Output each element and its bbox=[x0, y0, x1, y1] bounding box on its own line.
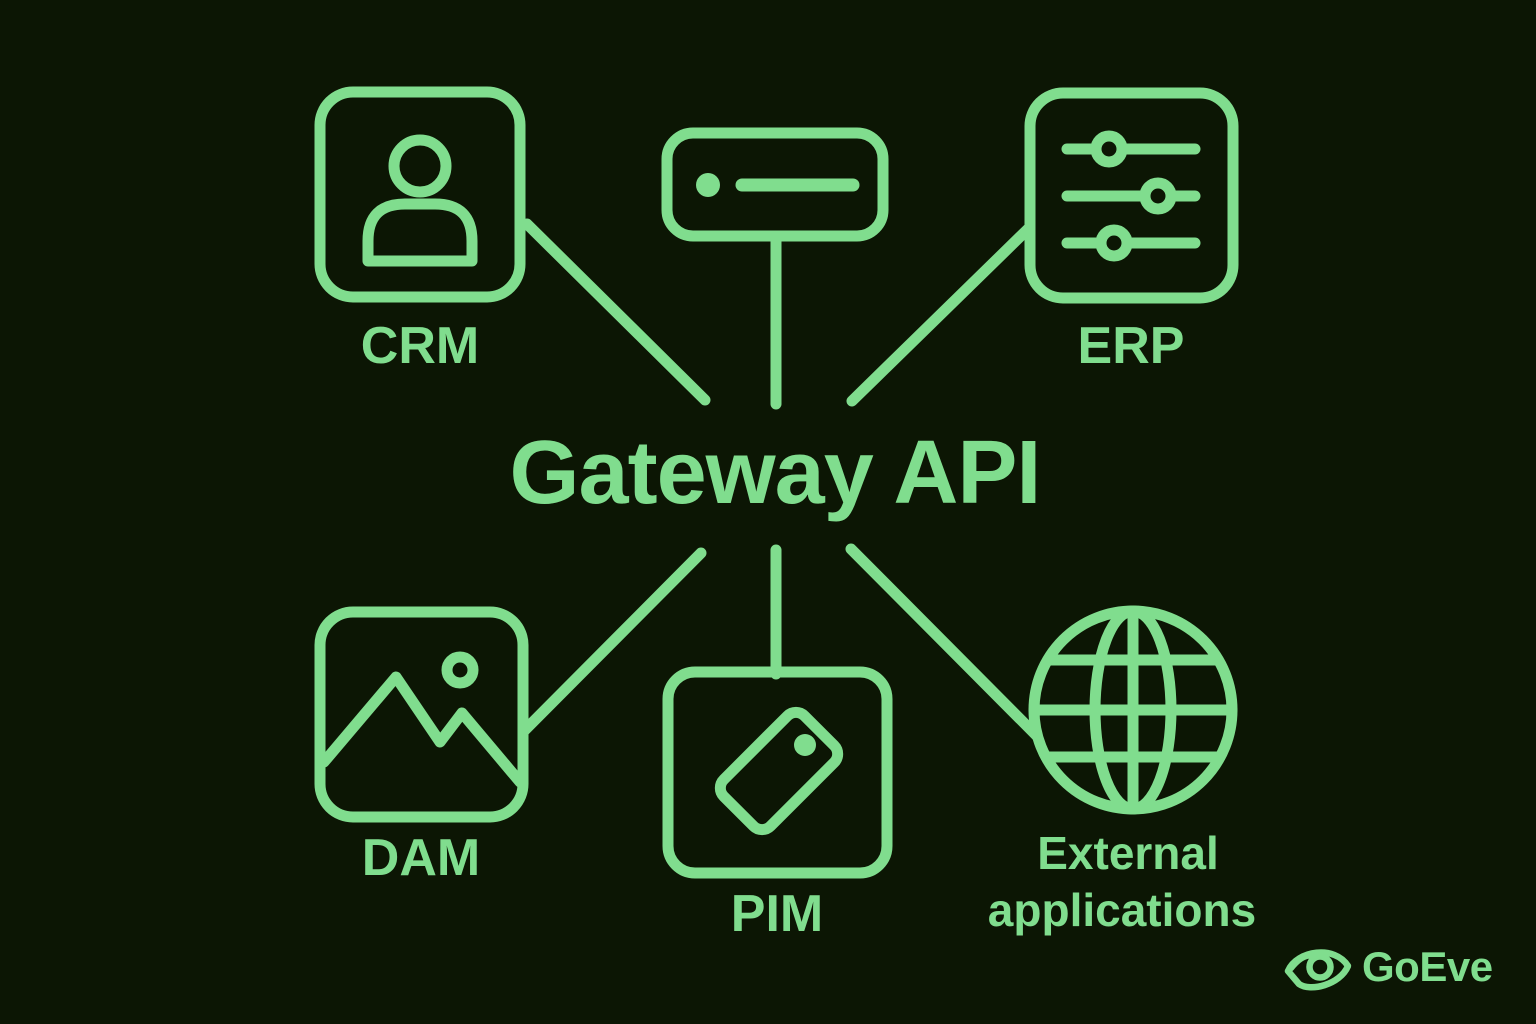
input-field-icon bbox=[661, 127, 889, 242]
external-label-line2: applications bbox=[988, 884, 1256, 936]
input-field-frame bbox=[661, 127, 889, 242]
tag-icon bbox=[714, 706, 844, 836]
tag-outline bbox=[714, 706, 844, 836]
image-mountains bbox=[318, 671, 526, 788]
pim-label: PIM bbox=[731, 885, 823, 943]
user-head bbox=[388, 134, 452, 198]
slider-knob-1 bbox=[1090, 130, 1128, 168]
connector-external-gateway bbox=[845, 543, 1043, 742]
user-body bbox=[362, 198, 478, 267]
erp-label: ERP bbox=[1078, 317, 1185, 375]
eye-icon bbox=[1284, 949, 1352, 991]
external-label-line1: External bbox=[1037, 827, 1219, 879]
dam-node bbox=[314, 606, 529, 823]
tag-hole bbox=[794, 734, 816, 756]
erp-node bbox=[1024, 87, 1239, 304]
user-icon bbox=[362, 134, 478, 267]
eye-iris bbox=[1306, 953, 1334, 981]
brand-logo: GoEve bbox=[1284, 943, 1493, 991]
connectors bbox=[518, 218, 1043, 742]
crm-label: CRM bbox=[361, 317, 479, 375]
erp-frame bbox=[1024, 87, 1239, 304]
connector-crm-gateway bbox=[521, 218, 711, 406]
brand-name: GoEve bbox=[1362, 943, 1493, 990]
sliders-icon bbox=[1061, 130, 1201, 262]
gateway-api-title: Gateway API bbox=[510, 423, 1041, 523]
crm-frame bbox=[314, 86, 526, 303]
slider-knob-2 bbox=[1139, 177, 1177, 215]
slider-knob-3 bbox=[1095, 224, 1133, 262]
globe-icon bbox=[1028, 605, 1238, 815]
connector-erp-gateway bbox=[846, 222, 1035, 407]
pim-frame bbox=[662, 666, 893, 879]
eye-crease bbox=[1287, 952, 1317, 972]
input-field-cursor-dot bbox=[696, 173, 720, 197]
pim-node bbox=[662, 666, 893, 879]
image-icon bbox=[318, 651, 526, 788]
image-sun bbox=[441, 651, 479, 689]
crm-node bbox=[314, 86, 526, 303]
connector-dam-gateway bbox=[518, 547, 707, 737]
dam-frame bbox=[314, 606, 529, 823]
dam-label: DAM bbox=[362, 829, 480, 887]
